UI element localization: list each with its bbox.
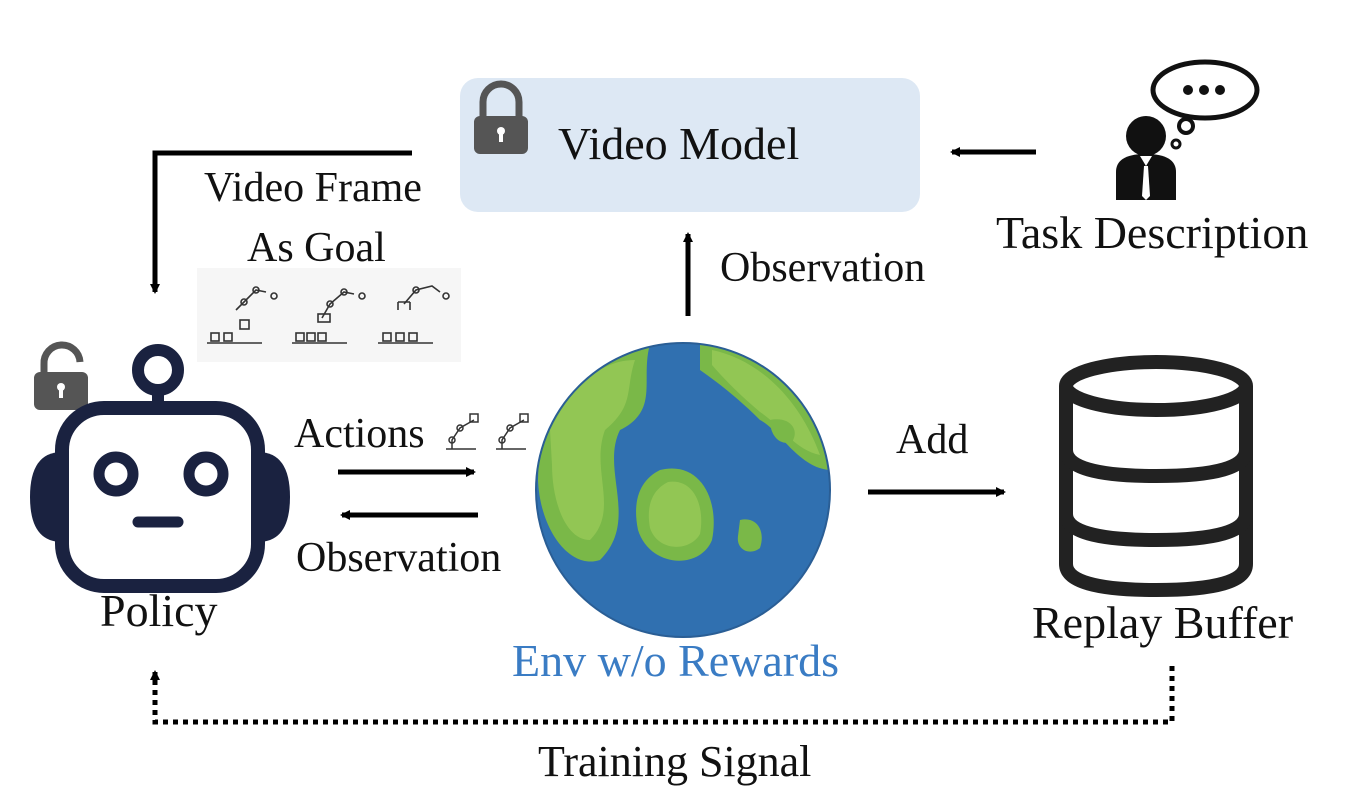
database-icon	[1059, 355, 1253, 598]
goal-label-line2: As Goal	[247, 225, 386, 271]
add-label: Add	[896, 417, 969, 463]
observation-up-label: Observation	[720, 245, 926, 291]
training-signal-label: Training Signal	[538, 737, 812, 786]
replay-buffer-label: Replay Buffer	[1032, 597, 1294, 648]
actions-robot-arms	[446, 413, 529, 450]
goal-frames-panel	[197, 268, 461, 362]
actions-label: Actions	[294, 411, 425, 457]
lock-closed-icon	[474, 80, 528, 154]
training-signal-arrow	[150, 666, 1175, 725]
robot-arm-icon	[207, 285, 450, 344]
earth-globe-icon	[535, 342, 831, 638]
task-description-label: Task Description	[996, 207, 1309, 258]
env-label: Env w/o Rewards	[512, 635, 840, 686]
lock-open-icon	[34, 341, 88, 410]
video-model-label: Video Model	[558, 118, 800, 169]
observation-left-label: Observation	[296, 535, 502, 581]
robot-icon	[30, 344, 290, 593]
goal-arrow	[150, 150, 412, 294]
video-model-box	[460, 78, 920, 212]
policy-label: Policy	[100, 585, 218, 636]
person-thinking-icon	[1116, 59, 1260, 200]
goal-label-line1: Video Frame	[204, 165, 422, 211]
